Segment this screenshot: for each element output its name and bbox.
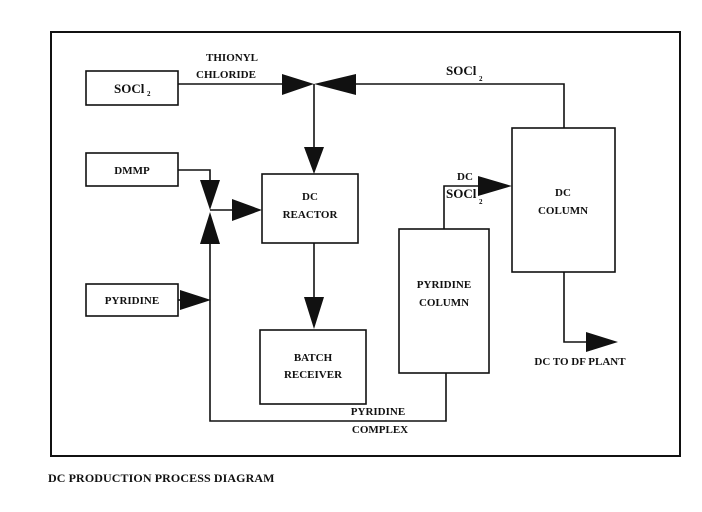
- socl2-recycle-label: SOCl: [446, 63, 477, 78]
- dc-reactor-label-line1: DC: [302, 191, 318, 203]
- top-three-way-valve: [282, 74, 356, 95]
- arrow-right-to-dc-column: [478, 176, 512, 196]
- pyridine-feed-label: PYRIDINE: [105, 295, 159, 307]
- batch-receiver-label-line2: RECEIVER: [284, 369, 343, 381]
- diagram-caption: DC PRODUCTION PROCESS DIAGRAM: [48, 471, 275, 485]
- pyridine-to-dc-line: [443, 185, 478, 229]
- thionyl-label: THIONYL: [206, 52, 258, 64]
- dc-column-label-line2: COLUMN: [538, 205, 588, 217]
- dc-reactor-label-line2: REACTOR: [283, 209, 339, 221]
- pyridine-feed-box: PYRIDINE: [85, 283, 179, 317]
- dmmp-label: DMMP: [114, 165, 150, 177]
- dc-reactor-box: DC REACTOR: [261, 173, 359, 244]
- arrow-right-to-reactor: [232, 199, 262, 221]
- socl2-source-box: SOCl 2: [85, 70, 179, 106]
- socl2-recycle-subscript: 2: [479, 75, 483, 83]
- arrow-right-pyridine: [180, 290, 211, 310]
- pyridine-column-label-line1: PYRIDINE: [417, 279, 471, 291]
- batch-receiver-label-line1: BATCH: [294, 352, 333, 364]
- pyridine-column-label-line2: COLUMN: [419, 297, 469, 309]
- socl2-stream-subscript: 2: [479, 198, 483, 206]
- dmmp-box: DMMP: [85, 152, 179, 187]
- batch-receiver-box: BATCH RECEIVER: [259, 329, 367, 405]
- pyridine-complex-line: [209, 244, 447, 422]
- dc-to-df-line: [563, 272, 586, 343]
- chloride-label: CHLORIDE: [196, 69, 256, 81]
- socl2-source-label: SOCl: [114, 81, 145, 96]
- socl2-recycle-line: [356, 83, 565, 128]
- dc-column-label-line1: DC: [555, 187, 571, 199]
- socl2-source-subscript: 2: [147, 90, 151, 98]
- socl2-stream-label: SOCl: [446, 186, 477, 201]
- stream-lines: [178, 83, 586, 422]
- dc-to-df-plant-label: DC TO DF PLANT: [534, 356, 626, 368]
- dc-column-box: DC COLUMN: [511, 127, 616, 273]
- dmmp-feed-line: [178, 169, 211, 182]
- pyridine-column-box: PYRIDINE COLUMN: [398, 228, 490, 374]
- pyridine-complex-label-line1: PYRIDINE: [351, 406, 405, 418]
- pyridine-complex-label-line2: COMPLEX: [352, 424, 408, 436]
- dc-stream-label: DC: [457, 171, 473, 183]
- left-three-way-valve: [200, 180, 220, 244]
- arrow-right-to-df-plant: [586, 332, 618, 352]
- arrow-down-to-reactor: [304, 147, 324, 174]
- arrow-down-to-receiver: [304, 297, 324, 329]
